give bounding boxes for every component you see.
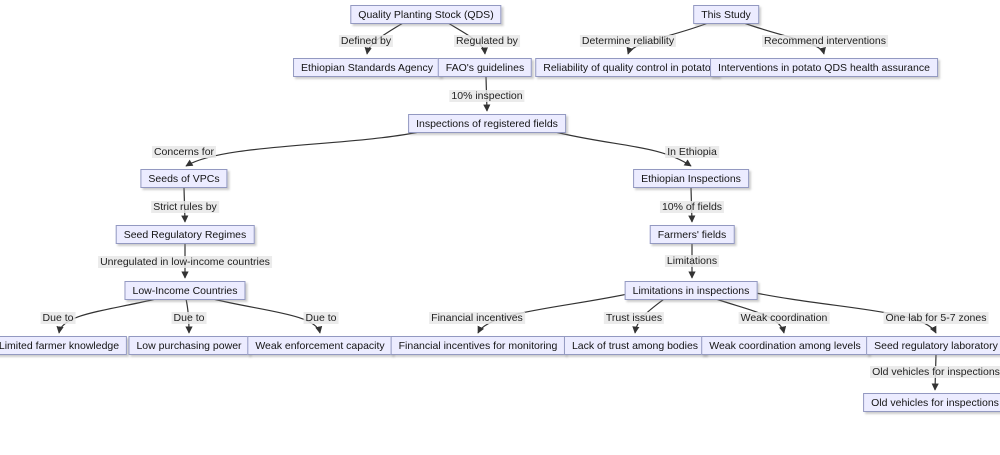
edge-label-concerns-for: Concerns for bbox=[151, 146, 217, 158]
node-ethiopian-inspections: Ethiopian Inspections bbox=[633, 169, 749, 188]
node-seed-regulatory-regimes: Seed Regulatory Regimes bbox=[115, 225, 255, 244]
edge-label-old-vehicles: Old vehicles for inspections bbox=[870, 366, 1000, 378]
node-this-study: This Study bbox=[693, 5, 759, 24]
edge-label-one-lab: One lab for 5-7 zones bbox=[883, 312, 989, 324]
node-inspections-registered-fields: Inspections of registered fields bbox=[408, 114, 566, 133]
node-low-income-countries: Low-Income Countries bbox=[124, 281, 246, 300]
edge-label-unregulated: Unregulated in low-income countries bbox=[98, 256, 272, 268]
node-limitations-in-inspections: Limitations in inspections bbox=[624, 281, 758, 300]
edge-label-due-to-2: Due to bbox=[171, 312, 207, 324]
edge-label-in-ethiopia: In Ethiopia bbox=[665, 146, 719, 158]
node-fao-guidelines: FAO's guidelines bbox=[437, 58, 533, 77]
node-old-vehicles: Old vehicles for inspections bbox=[863, 393, 1000, 412]
edge-label-trust-issues: Trust issues bbox=[603, 312, 665, 324]
node-ethiopian-standards-agency: Ethiopian Standards Agency bbox=[293, 58, 441, 77]
edge-label-10pct-inspection: 10% inspection bbox=[449, 90, 525, 102]
edge-label-10pct-of-fields: 10% of fields bbox=[659, 201, 725, 213]
edge-inspections-seeds bbox=[185, 130, 425, 167]
edge-label-due-to-3: Due to bbox=[303, 312, 339, 324]
edge-label-financial-incentives: Financial incentives bbox=[429, 312, 525, 324]
edge-limitations-financial bbox=[477, 291, 638, 334]
node-seeds-of-vpcs: Seeds of VPCs bbox=[140, 169, 228, 188]
node-interventions-qds: Interventions in potato QDS health assur… bbox=[710, 58, 938, 77]
node-farmers-fields: Farmers' fields bbox=[649, 225, 735, 244]
node-weak-enforcement-capacity: Weak enforcement capacity bbox=[247, 336, 393, 355]
edge-lowincome-enforcement bbox=[212, 298, 323, 334]
edge-label-due-to-1: Due to bbox=[40, 312, 76, 324]
node-financial-incentives-monitoring: Financial incentives for monitoring bbox=[390, 336, 566, 355]
edge-lowincome-knowledge bbox=[56, 298, 157, 334]
edge-limitations-lab bbox=[745, 290, 937, 334]
node-low-purchasing-power: Low purchasing power bbox=[128, 336, 250, 355]
node-quality-planting-stock: Quality Planting Stock (QDS) bbox=[350, 5, 502, 24]
node-seed-regulatory-laboratory: Seed regulatory laboratory bbox=[866, 336, 1000, 355]
node-reliability-quality-control: Reliability of quality control in potato bbox=[535, 58, 719, 77]
edge-label-defined-by: Defined by bbox=[338, 35, 394, 47]
edge-inspections-ethiopian bbox=[550, 130, 692, 167]
edge-label-recommend-interventions: Recommend interventions bbox=[762, 35, 888, 47]
edge-label-strict-rules-by: Strict rules by bbox=[151, 201, 219, 213]
node-lack-of-trust: Lack of trust among bodies bbox=[563, 336, 707, 355]
node-limited-farmer-knowledge: Limited farmer knowledge bbox=[0, 336, 128, 355]
node-weak-coordination-levels: Weak coordination among levels bbox=[701, 336, 869, 355]
edge-label-limitations: Limitations bbox=[664, 255, 720, 267]
edge-label-weak-coordination: Weak coordination bbox=[738, 312, 830, 324]
edge-label-determine-reliability: Determine reliability bbox=[579, 35, 677, 47]
edge-label-regulated-by: Regulated by bbox=[454, 35, 520, 47]
